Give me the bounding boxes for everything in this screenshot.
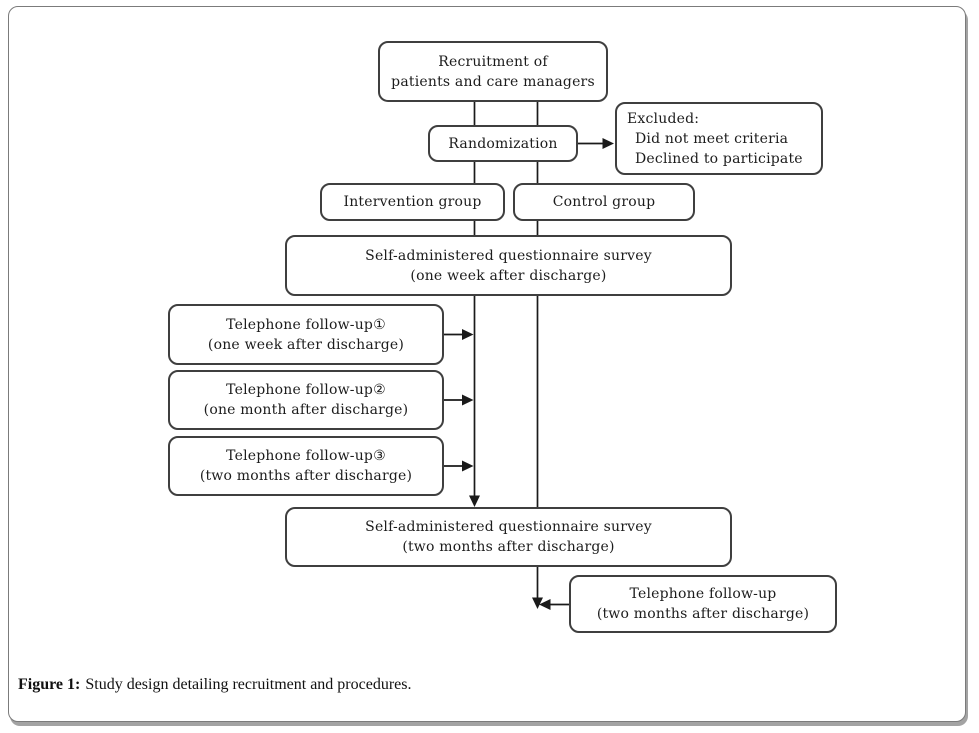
- node-telephone-followup-final: Telephone follow-up (two months after di…: [569, 575, 837, 633]
- figure-caption: Figure 1:Study design detailing recruitm…: [18, 676, 412, 694]
- node-survey-month2-line1: Self-administered questionnaire survey: [365, 519, 652, 535]
- node-intervention-label: Intervention group: [343, 194, 482, 210]
- node-telephone-followup-2-line1: Telephone follow-up②: [226, 382, 386, 398]
- randomization-to-excluded-arrow: [577, 138, 614, 149]
- intervention-flow-line: [469, 98, 480, 507]
- node-survey-month2: Self-administered questionnaire survey (…: [285, 507, 732, 567]
- node-control-label: Control group: [552, 194, 656, 210]
- final-phone-arrow: [539, 599, 569, 610]
- node-telephone-followup-2-line2: (one month after discharge): [203, 402, 409, 418]
- figure-caption-label: Figure 1:: [18, 676, 81, 693]
- node-survey-week1: Self-administered questionnaire survey (…: [285, 235, 732, 296]
- node-survey-week1-line2: (one week after discharge): [410, 267, 607, 284]
- node-recruitment-line1: Recruitment of: [438, 53, 548, 70]
- node-intervention-group: Intervention group: [320, 183, 505, 221]
- node-excluded-line2: Did not meet criteria: [635, 130, 789, 147]
- figure-caption-text: Study design detailing recruitment and p…: [85, 676, 412, 693]
- node-telephone-followup-1-line1: Telephone follow-up①: [226, 316, 386, 333]
- node-excluded: Excluded: Did not meet criteria Declined…: [615, 102, 823, 175]
- node-recruitment-line2: patients and care managers: [391, 73, 595, 90]
- node-randomization-label: Randomization: [448, 135, 558, 152]
- node-telephone-followup-1: Telephone follow-up① (one week after dis…: [168, 304, 444, 365]
- node-telephone-followup-2: Telephone follow-up② (one month after di…: [168, 370, 444, 430]
- node-survey-month2-line2: (two months after discharge): [402, 539, 615, 555]
- phone3-arrow: [444, 460, 474, 472]
- node-excluded-line1: Excluded:: [627, 110, 700, 127]
- node-telephone-followup-3: Telephone follow-up③ (two months after d…: [168, 436, 444, 496]
- phone1-arrow: [444, 329, 474, 340]
- node-survey-week1-line1: Self-administered questionnaire survey: [365, 247, 652, 264]
- node-control-group: Control group: [513, 183, 695, 221]
- node-telephone-followup-1-line2: (one week after discharge): [207, 336, 405, 353]
- node-excluded-line3: Declined to participate: [635, 150, 803, 167]
- node-randomization: Randomization: [428, 125, 578, 162]
- node-telephone-followup-final-line2: (two months after discharge): [596, 606, 810, 622]
- node-recruitment: Recruitment of patients and care manager…: [378, 41, 608, 102]
- node-telephone-followup-final-line1: Telephone follow-up: [629, 586, 777, 602]
- node-telephone-followup-3-line2: (two months after discharge): [199, 468, 413, 484]
- phone2-arrow: [444, 394, 474, 406]
- node-telephone-followup-3-line1: Telephone follow-up③: [226, 448, 386, 464]
